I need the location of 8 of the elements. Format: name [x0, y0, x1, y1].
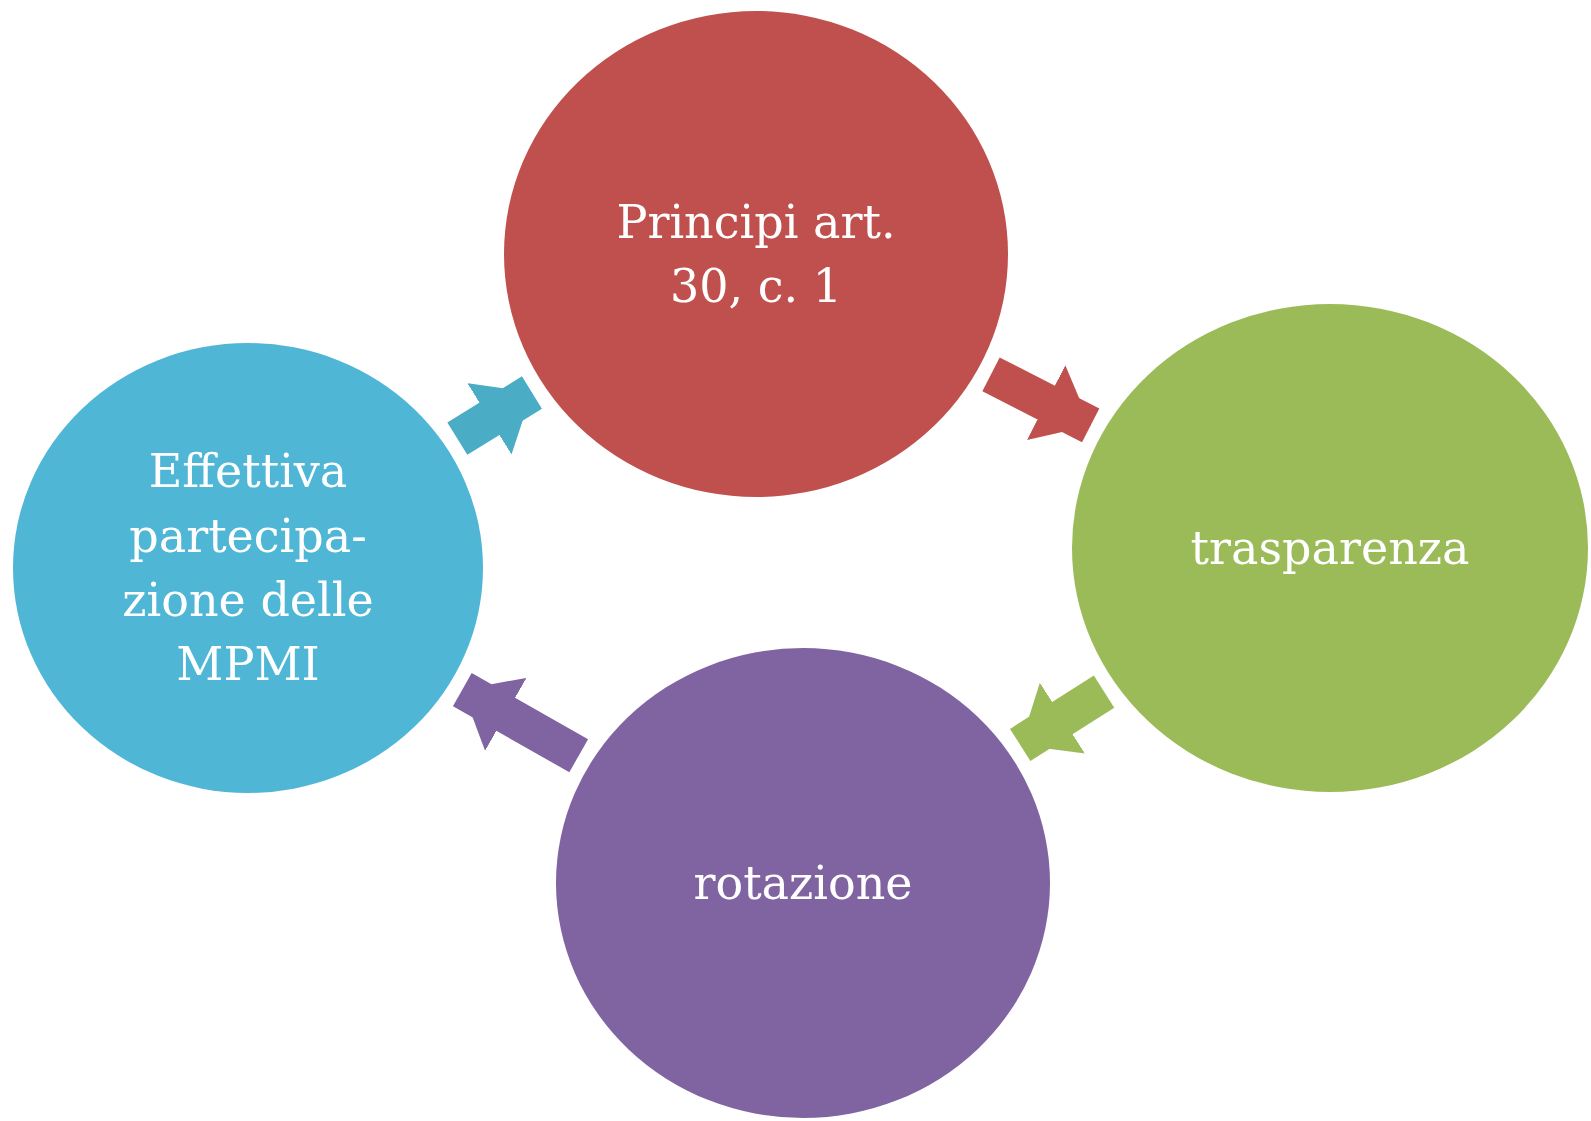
block-arrow [982, 357, 1100, 443]
block-arrow [447, 376, 542, 455]
block-arrow [452, 673, 589, 773]
block-arrow [1010, 675, 1115, 761]
node-label: Principi art. 30, c. 1 [615, 193, 897, 315]
node-label: trasparenza [1190, 519, 1470, 577]
node-label: rotazione [693, 854, 913, 912]
node-label: Effettiva partecipa- zione delle MPMI [121, 443, 375, 694]
